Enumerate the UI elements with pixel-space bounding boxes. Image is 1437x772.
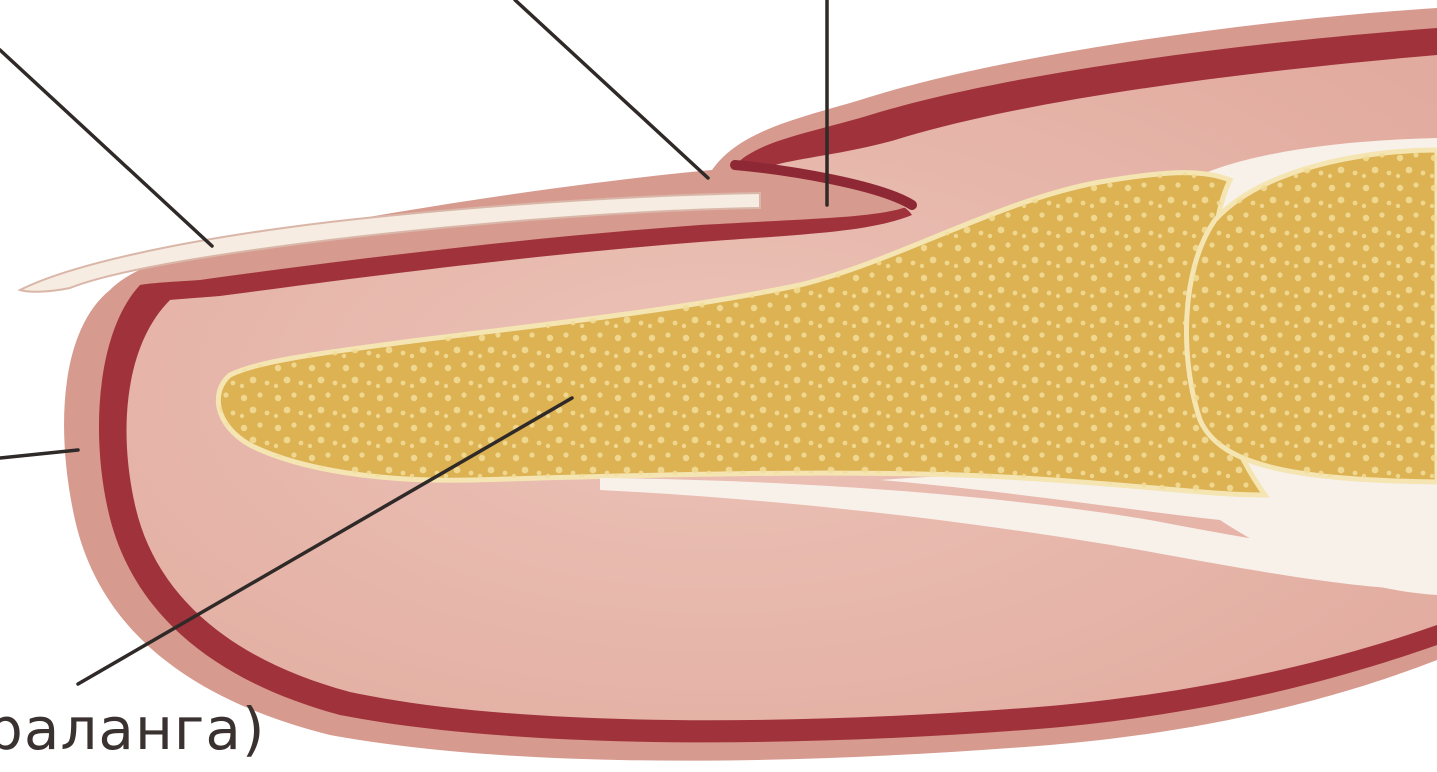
leader-line-nail-fold	[515, 0, 708, 178]
leader-line-nail-plate	[0, 50, 212, 246]
phalanx-caption-fragment: раланга)	[0, 694, 266, 764]
